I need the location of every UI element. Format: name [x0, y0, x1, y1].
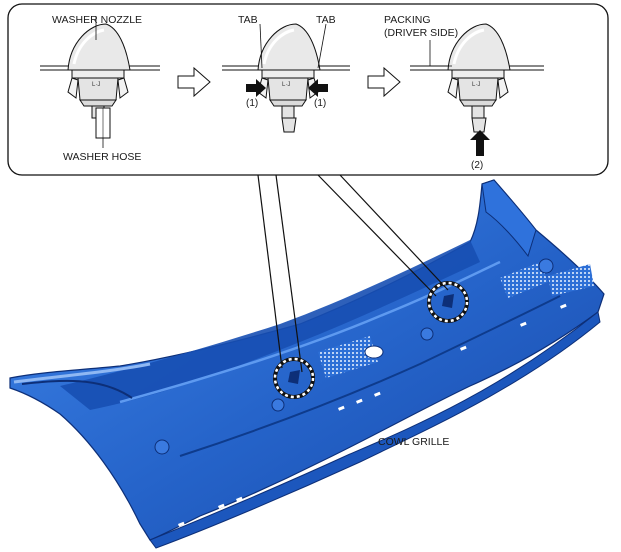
cowl-grille-label: COWL GRILLE	[378, 436, 449, 448]
nozzle-location-ring-left	[273, 357, 315, 399]
press-left-arrow-icon	[308, 79, 328, 97]
callout-leader-lines	[257, 174, 449, 373]
push-label: (2)	[471, 160, 483, 171]
packing-label: PACKING	[384, 14, 430, 26]
push-up-arrow-icon	[470, 130, 490, 156]
press-right-arrow-icon	[246, 79, 266, 97]
step3-illustration: PACKING (DRIVER SIDE) (2)	[384, 14, 544, 171]
packing-side-label: (DRIVER SIDE)	[384, 27, 458, 39]
washer-nozzle-label: WASHER NOZZLE	[52, 14, 142, 26]
step-arrow-icon	[367, 66, 401, 98]
press-right-label: (1)	[314, 98, 326, 109]
tab-right-label: TAB	[316, 14, 336, 26]
washer-hose-graphic	[95, 107, 111, 148]
step1-illustration: WASHER NOZZLE WASHER HOSE	[40, 14, 160, 163]
cowl-grille-part	[9, 179, 605, 549]
step2-illustration: TAB TAB (1) (1)	[222, 14, 350, 133]
nozzle-location-ring-right	[427, 281, 469, 323]
press-left-label: (1)	[246, 98, 258, 109]
tab-left-label: TAB	[238, 14, 258, 26]
washer-hose-label: WASHER HOSE	[63, 151, 141, 163]
step-arrow-icon	[177, 66, 211, 98]
